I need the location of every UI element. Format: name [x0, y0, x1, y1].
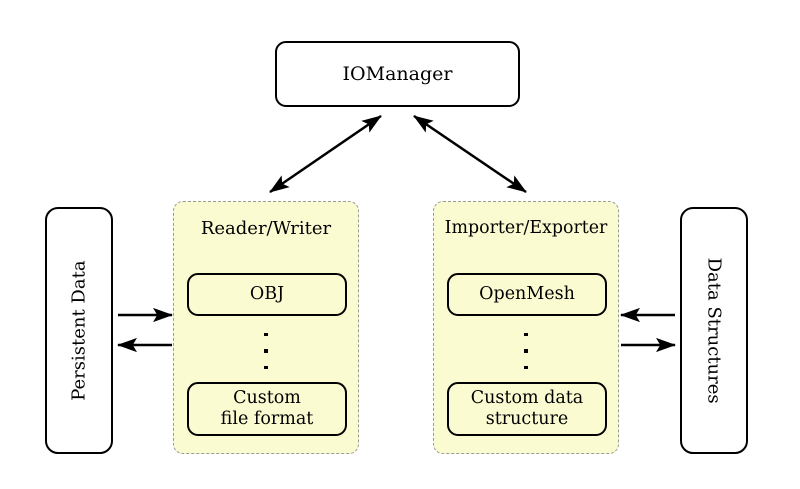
group-importer-exporter: Importer/Exporter OpenMesh Custom data s… — [433, 201, 619, 454]
node-custom-file-format-line1: Custom — [233, 387, 301, 408]
node-obj: OBJ — [187, 273, 347, 316]
group-reader-writer-title: Reader/Writer — [200, 218, 332, 239]
node-openmesh-label: OpenMesh — [479, 283, 575, 304]
node-persistent-data-label: Persistent Data — [68, 260, 90, 401]
group-reader-writer: Reader/Writer OBJ Custom file format — [173, 201, 359, 454]
node-openmesh: OpenMesh — [447, 273, 607, 316]
ellipsis-importer-exporter-icon — [434, 333, 618, 369]
group-importer-exporter-title: Importer/Exporter — [444, 218, 608, 238]
node-persistent-data: Persistent Data — [45, 207, 113, 454]
node-custom-file-format: Custom file format — [187, 382, 347, 436]
node-custom-file-format-line2: file format — [220, 409, 314, 429]
node-custom-data-structure-line2: structure — [485, 409, 569, 429]
node-obj-label: OBJ — [249, 283, 285, 304]
node-iomanager: IOManager — [275, 41, 520, 107]
node-custom-data-structure-label: Custom data structure — [471, 388, 583, 431]
node-custom-data-structure: Custom data structure — [447, 382, 607, 436]
ellipsis-reader-writer-icon — [174, 333, 358, 369]
node-data-structures-label: Data Structures — [703, 257, 725, 404]
node-custom-file-format-label: Custom file format — [221, 388, 314, 431]
connector-iomanager-readerwriter — [269, 114, 382, 194]
node-custom-data-structure-line1: Custom data — [470, 387, 584, 408]
connector-iomanager-importerexporter — [413, 114, 527, 194]
node-iomanager-label: IOManager — [342, 62, 453, 85]
node-data-structures: Data Structures — [680, 207, 748, 454]
